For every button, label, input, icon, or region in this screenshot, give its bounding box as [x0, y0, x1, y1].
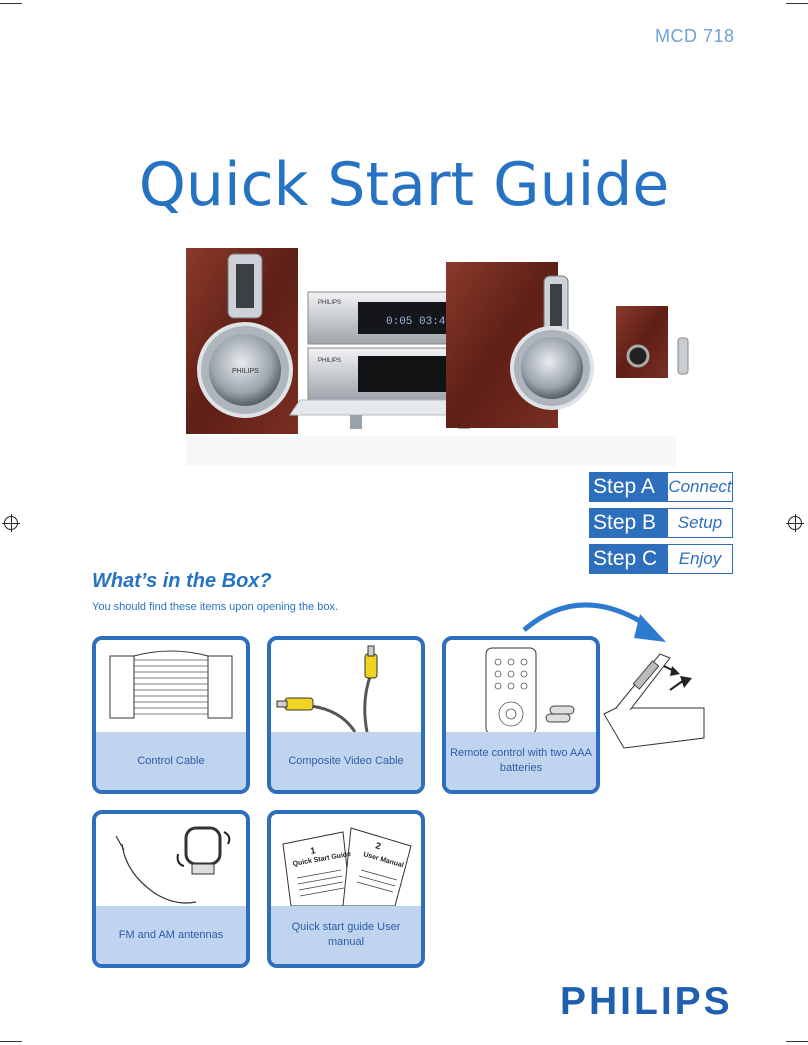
video-cable-icon: [276, 645, 378, 732]
section-title: What’s in the Box?: [92, 570, 272, 592]
manuals-icon: 1 Quick Start Guide 2 User Manual: [282, 827, 412, 906]
trim-mark: [786, 3, 808, 4]
battery-insertion-illustration: [522, 602, 705, 749]
item-card-manuals: 1 Quick Start Guide 2 User Manual Quick …: [267, 810, 425, 968]
unit-brand: PHILIPS: [318, 358, 341, 364]
trim-mark: [0, 1041, 22, 1042]
guide-number: 1: [310, 845, 317, 856]
step-a-label: Step A: [589, 472, 667, 502]
step-c: Step C Enjoy: [589, 544, 733, 574]
page-title: Quick Start Guide: [138, 150, 670, 220]
step-b: Step B Setup: [589, 508, 733, 538]
item-card-control-cable: Control Cable: [92, 636, 250, 794]
item-caption: Composite Video Cable: [271, 732, 421, 790]
philips-logo: PHILIPS: [560, 980, 733, 1023]
trim-mark: [0, 3, 22, 4]
manual-number: 2: [374, 840, 382, 851]
item-caption: Quick start guide User manual: [271, 906, 421, 964]
unit-display: 0:05 03:45: [386, 316, 452, 328]
antenna-icon: [115, 826, 231, 904]
item-card-remote-control: Remote control with two AAA batteries: [442, 636, 600, 794]
item-card-video-cable: Composite Video Cable: [267, 636, 425, 794]
product-photo: PHILIPS 0:05 03:45 PHILIPS PHILIPS: [186, 248, 689, 466]
step-a: Step A Connect: [589, 472, 733, 502]
registration-mark-icon: [786, 514, 804, 532]
item-card-antennas: FM and AM antennas: [92, 810, 250, 968]
item-caption: FM and AM antennas: [96, 906, 246, 964]
item-caption: Control Cable: [96, 732, 246, 790]
section-subtitle: You should find these items upon opening…: [92, 601, 339, 613]
control-cable-icon: [109, 650, 233, 719]
step-b-action: Setup: [667, 508, 733, 538]
model-number: MCD 718: [655, 26, 735, 46]
item-caption: Remote control with two AAA batteries: [446, 732, 596, 790]
trim-mark: [786, 1041, 808, 1042]
registration-mark-icon: [2, 514, 20, 532]
remote-control-icon: [485, 647, 575, 732]
speaker-brand: PHILIPS: [232, 368, 259, 375]
step-c-action: Enjoy: [667, 544, 733, 574]
unit-brand: PHILIPS: [318, 300, 341, 306]
step-c-label: Step C: [589, 544, 667, 574]
step-a-action: Connect: [667, 472, 733, 502]
steps-panel: Step A Connect Step B Setup Step C Enjoy: [589, 472, 733, 580]
step-b-label: Step B: [589, 508, 667, 538]
